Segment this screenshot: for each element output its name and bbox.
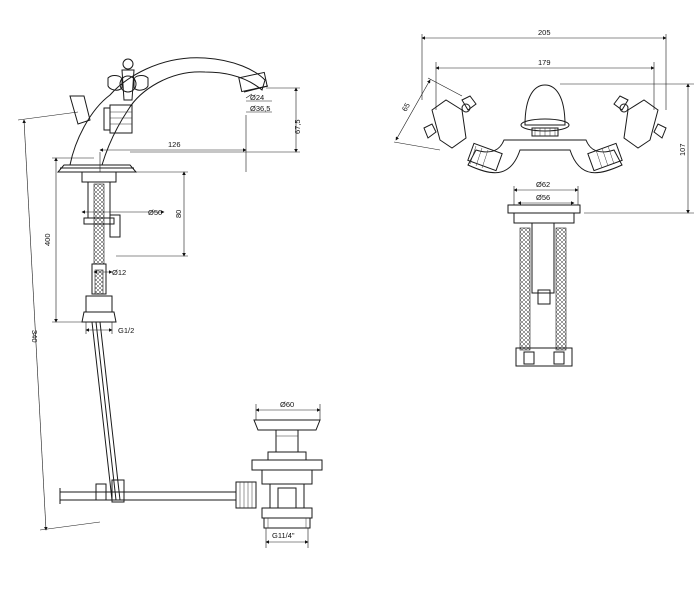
- front-base: [507, 204, 581, 214]
- dim-g12: G1/2: [118, 326, 134, 335]
- front-body: [467, 139, 623, 174]
- side-dimensions: Ø24 Ø36,5 67,5 126 Ø50 80 400: [17, 87, 302, 531]
- spout-lever: [69, 95, 91, 125]
- dim-d60: Ø60: [280, 400, 294, 409]
- dim-g114: G11/4": [272, 531, 295, 540]
- mounting-tail: [81, 171, 121, 323]
- dim-h400: 400: [43, 233, 52, 246]
- front-tails: [513, 212, 575, 367]
- dim-h80: 80: [174, 210, 183, 218]
- waste-dimensions: Ø60 G11/4": [255, 400, 321, 548]
- dim-d62: Ø62: [536, 180, 550, 189]
- dim-w179: 179: [538, 58, 551, 67]
- front-spout: [520, 84, 570, 137]
- front-left-handle: [423, 95, 503, 172]
- dim-h340: 340: [30, 330, 39, 343]
- front-right-handle: [587, 95, 667, 172]
- waste-view: Ø60 G11/4": [251, 400, 323, 548]
- side-view: Ø24 Ø36,5 67,5 126 Ø50 80 400: [17, 57, 302, 531]
- dim-d12: Ø12: [112, 268, 126, 277]
- dim-h67: 67,5: [293, 119, 302, 134]
- dim-w205: 205: [538, 28, 551, 37]
- front-dimensions: 205 179 65 107 Ø62 Ø56: [393, 28, 694, 214]
- dim-d50: Ø50: [148, 208, 162, 217]
- pivot-rod: [59, 479, 257, 509]
- dim-w126: 126: [168, 140, 181, 149]
- dim-a65: 65: [400, 101, 412, 113]
- spout: [69, 57, 269, 166]
- front-view: 205 179 65 107 Ø62 Ø56: [393, 28, 694, 367]
- dim-d24: Ø24: [250, 93, 264, 102]
- cross-handle: [103, 58, 149, 134]
- dim-d56: Ø56: [536, 193, 550, 202]
- dim-h107: 107: [678, 143, 687, 156]
- dim-d36: Ø36,5: [250, 104, 270, 113]
